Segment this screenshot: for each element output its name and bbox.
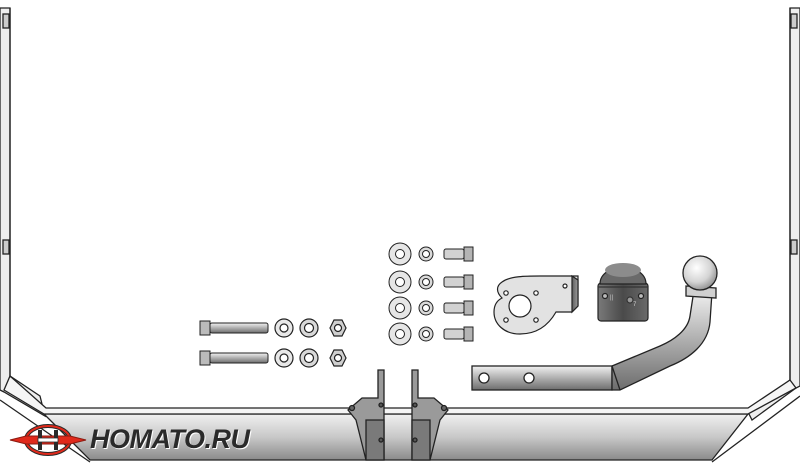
svg-text:7: 7 (633, 302, 637, 308)
electrical-socket: || 7 (597, 263, 649, 322)
short-bolt (443, 326, 474, 342)
spring-washer (299, 318, 319, 338)
svg-text:||: || (610, 295, 614, 301)
spring-washer (418, 274, 434, 290)
washer (388, 322, 412, 346)
electrical-socket-plate (493, 274, 579, 335)
spring-washer (418, 300, 434, 316)
hex-nut (329, 319, 347, 337)
washer (274, 318, 294, 338)
short-bolt (443, 274, 474, 290)
spring-washer (418, 246, 434, 262)
mounting-bolt (199, 320, 269, 336)
mounting-bolt (199, 350, 269, 366)
washer (388, 296, 412, 320)
short-bolt (443, 300, 474, 316)
towbar-frame-beam (0, 7, 800, 463)
homato-logo-icon (9, 424, 87, 456)
spring-washer (299, 348, 319, 368)
tow-ball-arm (471, 255, 718, 391)
washer (274, 348, 294, 368)
short-bolt (443, 246, 474, 262)
hex-nut (329, 349, 347, 367)
spring-washer (418, 326, 434, 342)
logo-text[interactable]: HOMATO.RU (90, 424, 250, 454)
homato-logo: HOMATO.RU (8, 420, 250, 460)
washer (388, 242, 412, 266)
washer (388, 270, 412, 294)
